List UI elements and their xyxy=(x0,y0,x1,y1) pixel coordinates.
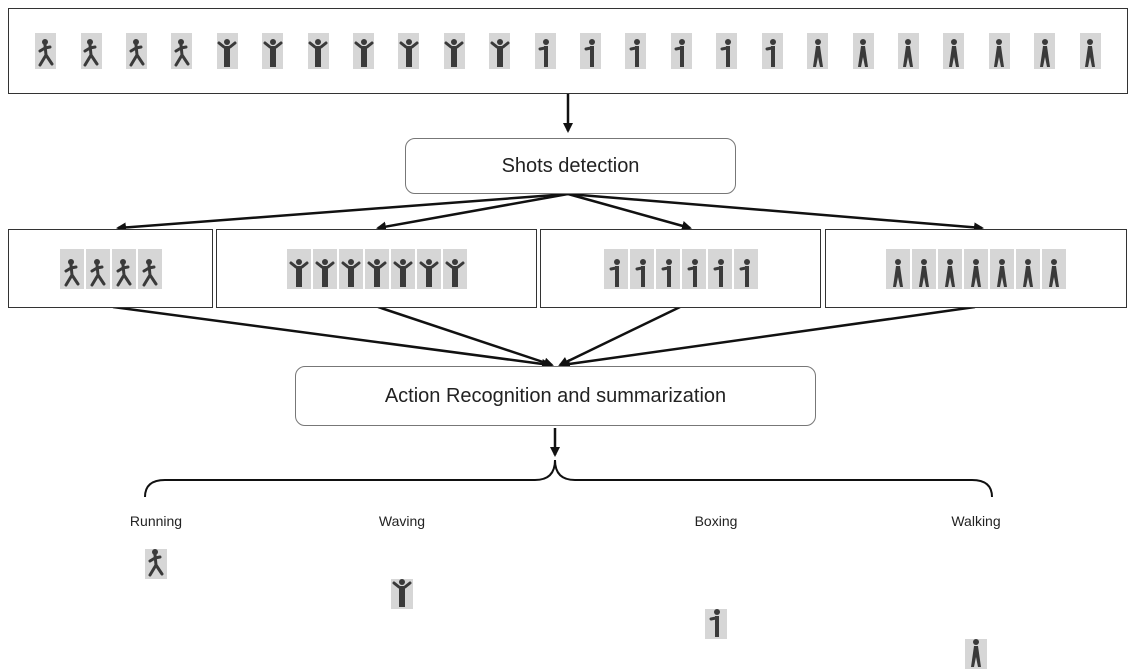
result-label-running: Running xyxy=(129,513,183,529)
arrow-shot-4-to-recognition xyxy=(560,305,976,369)
action-recognition-box: Action Recognition and summarization xyxy=(295,366,816,426)
shot-4-frame-7 xyxy=(1042,248,1066,289)
shot-2-frame-5 xyxy=(390,248,415,289)
input-frame-5 xyxy=(216,33,238,69)
arrow-shot-3-to-recognition xyxy=(558,305,681,367)
running-figure-icon xyxy=(145,549,167,579)
shot-4-frame-1 xyxy=(886,248,910,289)
input-frame-18 xyxy=(807,33,829,69)
shot-1-frame-2 xyxy=(85,248,110,289)
shots-detection-label: Shots detection xyxy=(501,154,640,177)
arrow-shot-2-to-recognition xyxy=(377,305,554,368)
result-label-boxing: Boxing xyxy=(694,513,738,529)
arrow-shot-1-to-recognition xyxy=(112,305,552,369)
shot-3-frame-4 xyxy=(681,248,706,289)
input-frame-16 xyxy=(716,33,738,69)
input-frame-22 xyxy=(988,33,1010,69)
input-frame-11 xyxy=(489,33,511,69)
shot-4-frame-3 xyxy=(938,248,962,289)
shot-3-frame-5 xyxy=(707,248,732,289)
input-frame-12 xyxy=(534,33,556,69)
shot-3-frame-6 xyxy=(733,248,758,289)
result-label-waving: Waving xyxy=(378,513,426,529)
shot-3-frame-1 xyxy=(603,248,628,289)
input-frame-10 xyxy=(443,33,465,69)
arrow-detection-to-shot-3 xyxy=(567,192,692,231)
shot-3-frame-2 xyxy=(629,248,654,289)
shot-box-walking xyxy=(825,229,1127,308)
result-label-walking: Walking xyxy=(951,513,1001,529)
shot-box-running xyxy=(8,229,213,308)
input-frame-7 xyxy=(307,33,329,69)
arrow-detection-to-shot-2 xyxy=(376,192,569,232)
input-frame-19 xyxy=(852,33,874,69)
input-frame-17 xyxy=(761,33,783,69)
connector-layer xyxy=(112,93,993,498)
waving-figure-icon xyxy=(391,579,413,609)
shots-detection-box: Shots detection xyxy=(405,138,736,194)
input-frame-24 xyxy=(1079,33,1101,69)
shot-2-frame-6 xyxy=(416,248,441,289)
input-frame-9 xyxy=(398,33,420,69)
arrow-detection-to-shot-1 xyxy=(116,192,569,233)
shot-4-frame-2 xyxy=(912,248,936,289)
shot-4-frame-5 xyxy=(990,248,1014,289)
input-frame-1 xyxy=(35,33,57,69)
arrow-detection-to-shot-4 xyxy=(567,192,984,233)
boxing-figure-icon xyxy=(705,609,727,639)
input-frame-13 xyxy=(580,33,602,69)
walking-figure-icon xyxy=(965,639,987,669)
input-frame-14 xyxy=(625,33,647,69)
shot-box-waving xyxy=(216,229,537,308)
input-frame-21 xyxy=(943,33,965,69)
shot-1-frame-4 xyxy=(137,248,162,289)
shot-4-frame-6 xyxy=(1016,248,1040,289)
input-frame-8 xyxy=(353,33,375,69)
input-video-strip xyxy=(8,8,1128,94)
input-frame-15 xyxy=(670,33,692,69)
input-frame-23 xyxy=(1034,33,1056,69)
shot-2-frame-2 xyxy=(312,248,337,289)
shot-2-frame-7 xyxy=(442,248,467,289)
shot-1-frame-1 xyxy=(59,248,84,289)
shot-1-frame-3 xyxy=(111,248,136,289)
results-brace xyxy=(144,459,993,498)
action-recognition-label: Action Recognition and summarization xyxy=(384,384,727,407)
shot-4-frame-4 xyxy=(964,248,988,289)
input-frame-4 xyxy=(171,33,193,69)
input-frame-2 xyxy=(80,33,102,69)
shot-box-boxing xyxy=(540,229,821,308)
input-frame-6 xyxy=(262,33,284,69)
shot-2-frame-3 xyxy=(338,248,363,289)
input-frame-20 xyxy=(897,33,919,69)
input-frame-3 xyxy=(126,33,148,69)
shot-2-frame-4 xyxy=(364,248,389,289)
shot-2-frame-1 xyxy=(286,248,311,289)
shot-3-frame-3 xyxy=(655,248,680,289)
